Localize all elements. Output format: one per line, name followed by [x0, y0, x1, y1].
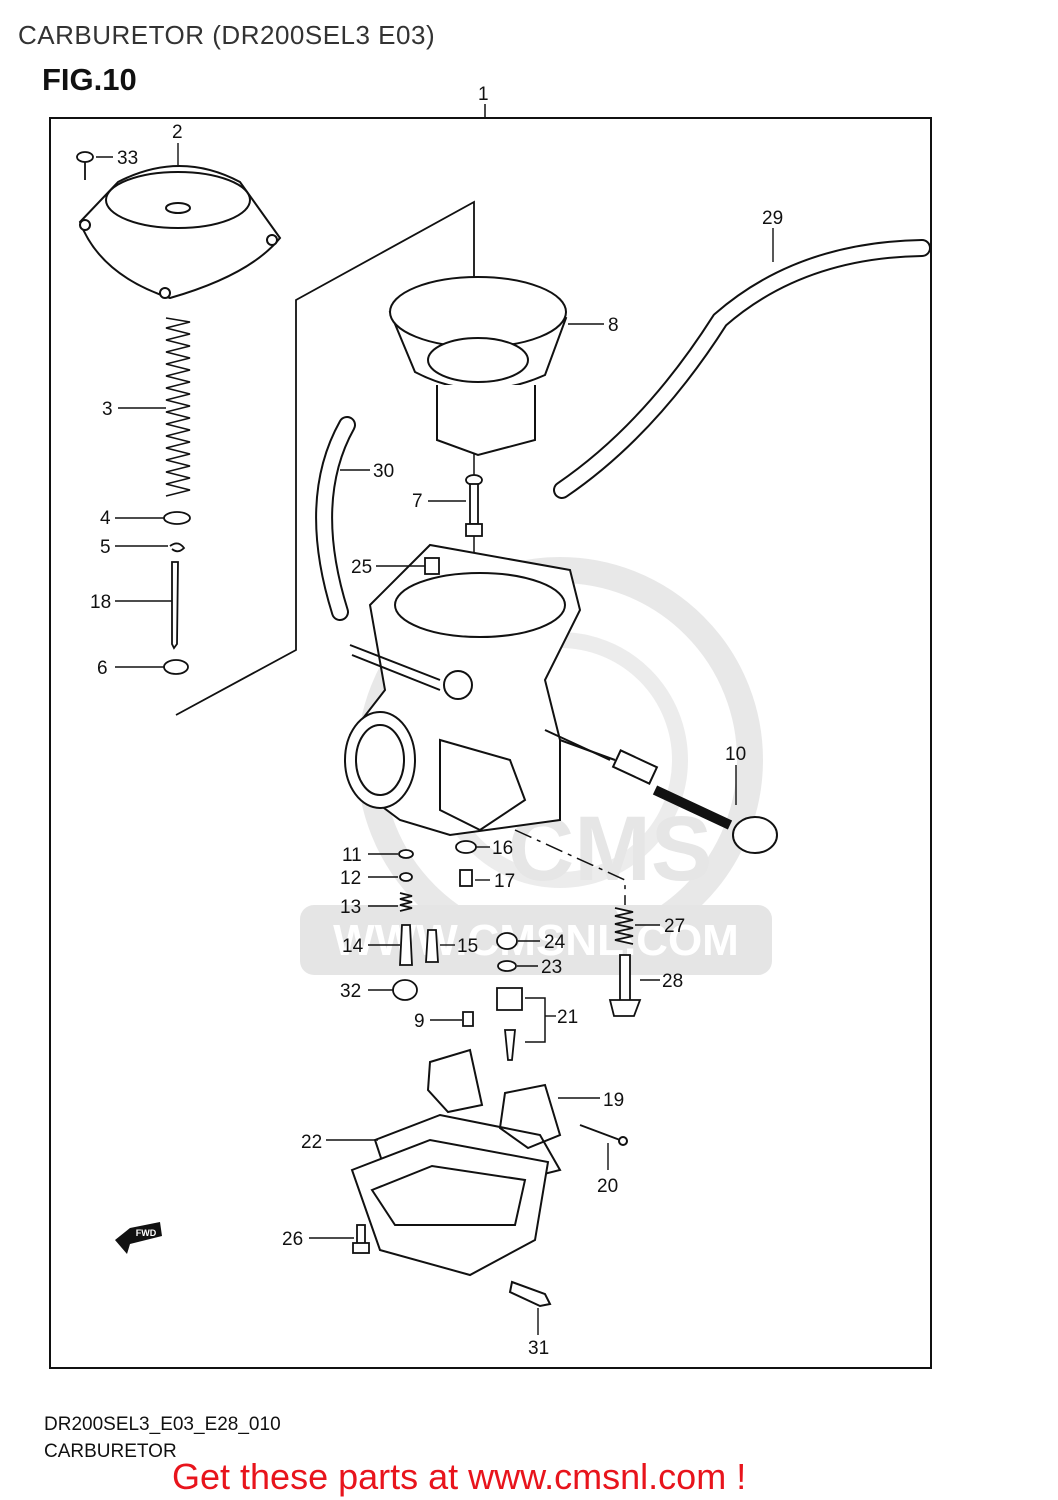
part-20-pin	[579, 1124, 628, 1146]
callout-14: 14	[342, 936, 364, 957]
promo-link[interactable]: Get these parts at www.cmsnl.com !	[172, 1456, 747, 1497]
part-9-screw	[462, 1011, 474, 1027]
callout-18: 18	[90, 592, 111, 613]
part-11-washer	[398, 849, 414, 859]
callout-28: 28	[662, 971, 683, 992]
part-32-cap	[392, 979, 418, 1001]
callout-8: 8	[608, 315, 619, 336]
callout-16: 16	[492, 838, 513, 859]
callout-33: 33	[117, 148, 138, 169]
part-24-cap	[496, 932, 518, 950]
part-12-ring	[399, 872, 413, 882]
part-15-jet	[425, 929, 439, 963]
part-17-jet	[459, 869, 473, 887]
callout-26: 26	[282, 1229, 303, 1250]
part-25-plug	[424, 557, 440, 575]
part-19-float	[426, 1048, 562, 1150]
callout-32: 32	[340, 981, 361, 1002]
callout-2: 2	[172, 122, 183, 143]
diagram-name: CARBURETOR	[44, 1441, 177, 1462]
part-2-top-cap	[78, 165, 282, 300]
callout-4: 4	[100, 508, 111, 529]
callout-30: 30	[373, 461, 394, 482]
part-6-seat	[163, 659, 189, 675]
callout-10: 10	[725, 744, 746, 765]
part-28-screw	[608, 954, 642, 1017]
part-14-jet	[399, 924, 413, 966]
fwd-label: FWD	[136, 1228, 157, 1238]
callout-6: 6	[97, 658, 108, 679]
leader-lines	[96, 143, 774, 1335]
figure-number: FIG.10	[42, 62, 137, 97]
part-21-needle-valve	[496, 987, 523, 1061]
page-title: CARBURETOR (DR200SEL3 E03)	[18, 20, 436, 50]
part-7-screw	[465, 474, 483, 537]
callout-21: 21	[557, 1007, 578, 1028]
part-27-spring	[614, 907, 634, 945]
callout-1: 1	[478, 84, 489, 105]
callout-24: 24	[544, 932, 566, 953]
callout-25: 25	[351, 557, 372, 578]
callout-29: 29	[762, 208, 783, 229]
callout-17: 17	[494, 871, 515, 892]
callout-31: 31	[528, 1338, 549, 1359]
float-bowl	[350, 1138, 550, 1277]
callout-20: 20	[597, 1176, 618, 1197]
callout-13: 13	[340, 897, 361, 918]
fwd-arrow-icon: FWD	[115, 1222, 162, 1254]
callout-11: 11	[342, 845, 362, 866]
part-23-oring	[497, 960, 517, 972]
callout-9: 9	[414, 1011, 425, 1032]
callout-7: 7	[412, 491, 423, 512]
carburetor-body	[344, 543, 611, 837]
callout-15: 15	[457, 936, 478, 957]
callout-19: 19	[603, 1090, 624, 1111]
callout-5: 5	[100, 537, 111, 558]
part-3-spring	[165, 317, 191, 497]
diagram-frame	[49, 117, 932, 1369]
diagram-code: DR200SEL3_E03_E28_010	[44, 1414, 281, 1435]
callout-3: 3	[102, 399, 113, 420]
part-26-screw	[352, 1224, 370, 1254]
callout-23: 23	[541, 957, 562, 978]
part-8-diaphragm	[388, 276, 568, 457]
part-4-washer	[163, 511, 191, 525]
callout-27: 27	[664, 916, 685, 937]
part-10-choke-cable	[559, 739, 778, 854]
part-13-spring	[399, 892, 413, 912]
callout-12: 12	[340, 868, 361, 889]
part-33-screw	[76, 151, 94, 180]
callout-22: 22	[301, 1132, 322, 1153]
part-18-needle	[171, 561, 179, 650]
part-31-screw	[508, 1280, 552, 1308]
part-5-clip	[169, 542, 186, 553]
part-16-washer	[455, 840, 477, 854]
